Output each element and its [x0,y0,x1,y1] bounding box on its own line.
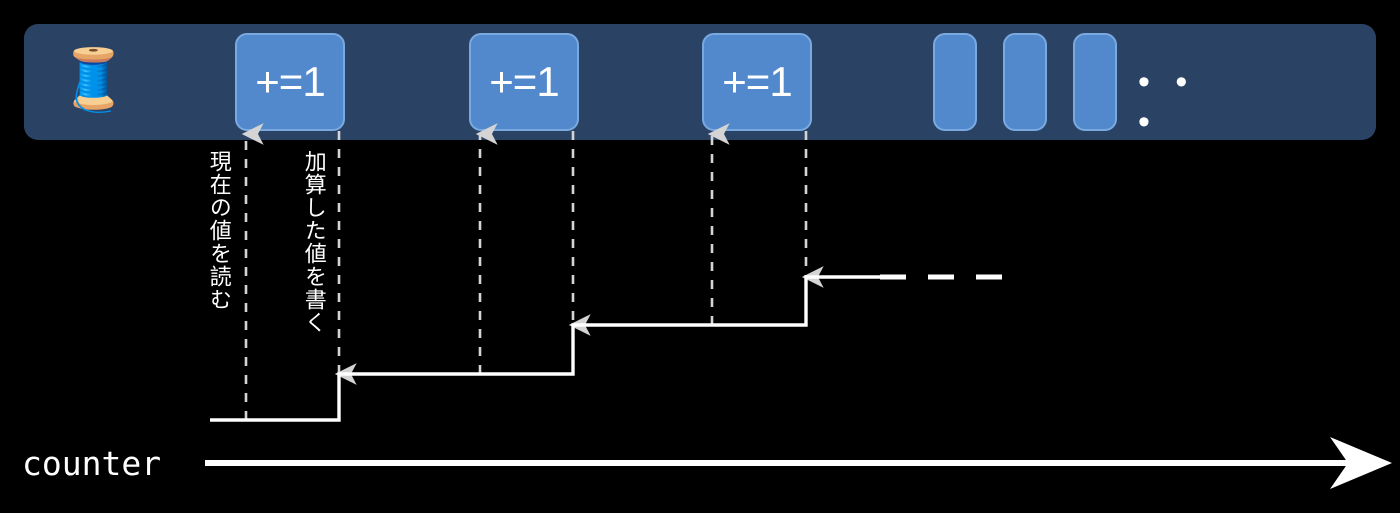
write-connectors [334,131,824,385]
axis-label-counter: counter [22,444,162,483]
op-box-placeholder-2[interactable] [1003,33,1047,131]
op-box-increment-3[interactable]: +=1 [702,33,812,131]
caption-read-current-value: 現在の値を読む [205,150,231,311]
ellipsis-icon: • • • [1138,63,1196,141]
thread-spool-icon: 🧵 [56,46,131,113]
op-box-placeholder-1[interactable] [933,33,977,131]
op-box-increment-1[interactable]: +=1 [235,33,345,131]
op-box-increment-2[interactable]: +=1 [469,33,579,131]
caption-write-incremented-value: 加算した値を書く [300,150,326,334]
op-box-placeholder-3[interactable] [1073,33,1117,131]
time-axis-arrowhead [1330,437,1392,489]
